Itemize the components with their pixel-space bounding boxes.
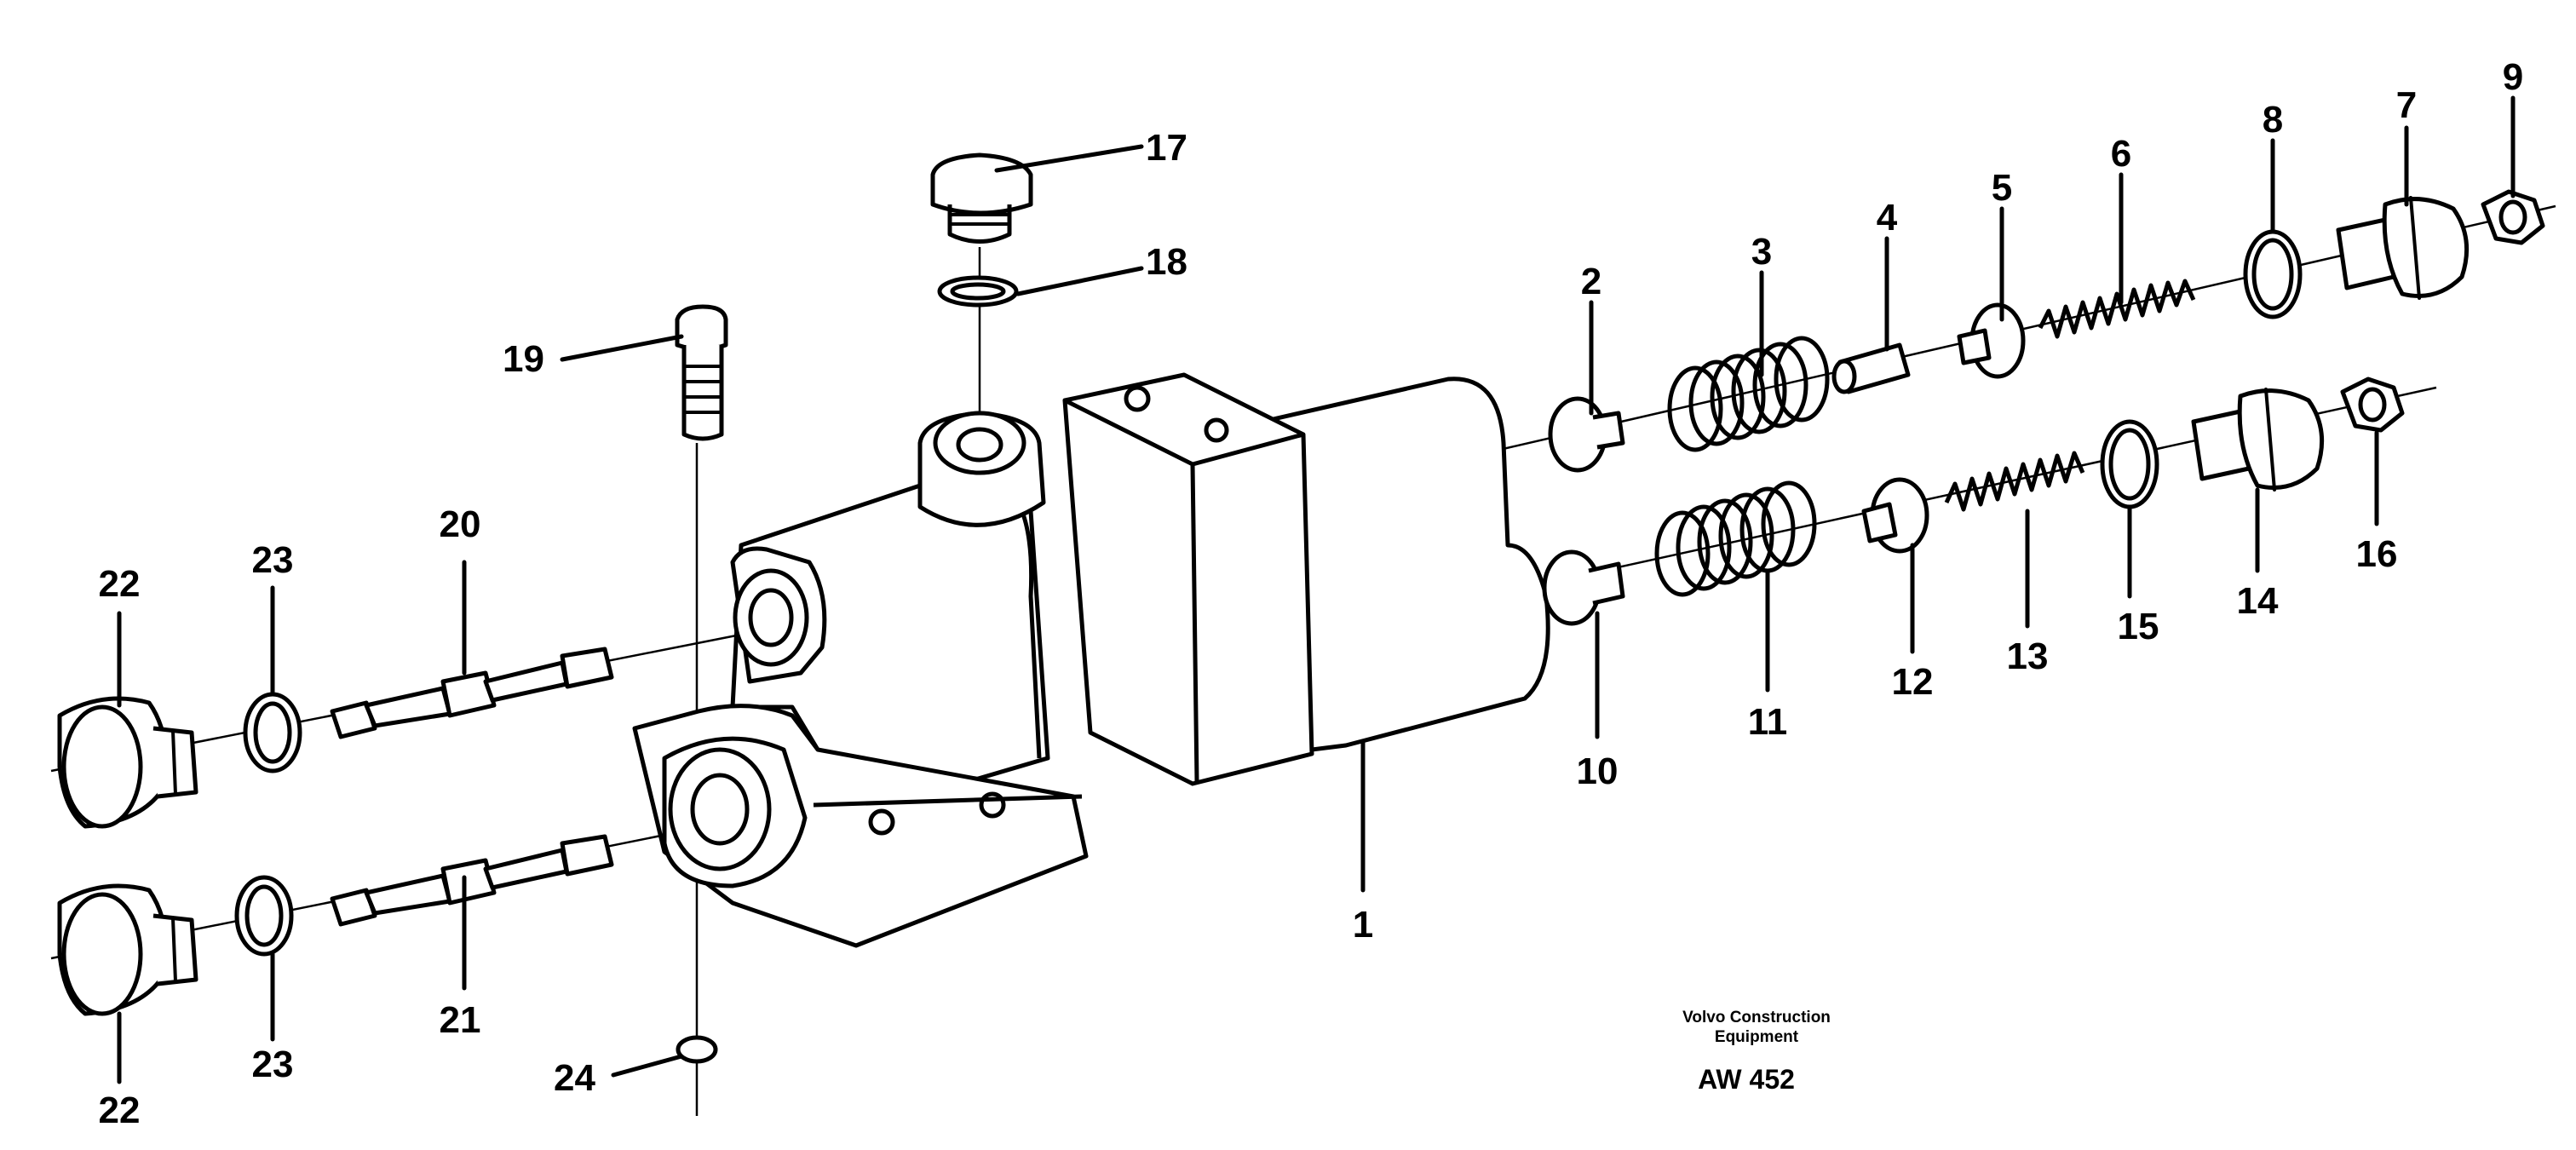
brand-line-2: Equipment — [1715, 1028, 1799, 1046]
label-20: 20 — [440, 503, 481, 545]
nut-9 — [2481, 189, 2545, 245]
brand-line-1: Volvo Construction — [1682, 1009, 1831, 1026]
drawing-code: AW 452 — [1698, 1064, 1795, 1095]
callout-labels: 1 2 3 4 5 6 7 8 9 10 11 12 13 14 15 16 1… — [99, 56, 2524, 1131]
spring-seat-5 — [1957, 302, 2026, 379]
label-10: 10 — [1577, 750, 1619, 792]
nut-16 — [2340, 377, 2405, 433]
label-8: 8 — [2263, 99, 2283, 141]
piston-4 — [1831, 342, 1911, 394]
label-24: 24 — [554, 1057, 595, 1099]
plug-22-upper — [57, 696, 198, 829]
washer-24 — [676, 1035, 718, 1064]
plug-7 — [2336, 196, 2470, 300]
o-ring-23-upper — [243, 692, 302, 773]
valve-body — [632, 372, 1550, 948]
leader-lines — [117, 95, 2516, 1084]
label-1: 1 — [1353, 904, 1373, 946]
label-7: 7 — [2396, 84, 2417, 126]
label-9: 9 — [2503, 56, 2523, 98]
spring-6 — [2038, 279, 2196, 339]
label-2: 2 — [1581, 261, 1601, 302]
spring-11 — [1654, 480, 1817, 597]
label-23-upper: 23 — [252, 539, 294, 581]
label-22-upper: 22 — [99, 563, 141, 605]
plug-14 — [2191, 388, 2325, 492]
label-17: 17 — [1146, 127, 1187, 169]
label-3: 3 — [1751, 231, 1772, 273]
screw-19 — [675, 304, 728, 441]
piston-20 — [330, 647, 614, 739]
label-14: 14 — [2237, 580, 2279, 622]
brand-block: Volvo Construction Equipment AW 452 — [1682, 1009, 1831, 1095]
spring-seat-10 — [1542, 549, 1625, 626]
label-19: 19 — [503, 338, 544, 380]
plug-22-lower — [57, 883, 198, 1016]
label-4: 4 — [1877, 197, 1898, 239]
washer-18 — [937, 275, 1019, 308]
o-ring-8 — [2243, 229, 2303, 319]
label-6: 6 — [2111, 133, 2131, 175]
label-21: 21 — [440, 999, 481, 1041]
label-16: 16 — [2356, 533, 2398, 575]
piston-21 — [330, 834, 614, 927]
spring-seat-2 — [1548, 396, 1625, 473]
label-13: 13 — [2007, 635, 2049, 677]
spring-13 — [1944, 451, 2085, 512]
label-11: 11 — [1748, 701, 1788, 743]
spring-3 — [1667, 336, 1830, 452]
o-ring-15 — [2100, 419, 2159, 509]
label-15: 15 — [2118, 606, 2159, 647]
label-5: 5 — [1992, 167, 2012, 209]
label-18: 18 — [1146, 241, 1187, 283]
label-22-lower: 22 — [99, 1090, 141, 1131]
label-12: 12 — [1892, 661, 1934, 703]
o-ring-23-lower — [234, 875, 294, 957]
label-23-lower: 23 — [252, 1044, 294, 1085]
spring-seat-12 — [1861, 477, 1929, 554]
